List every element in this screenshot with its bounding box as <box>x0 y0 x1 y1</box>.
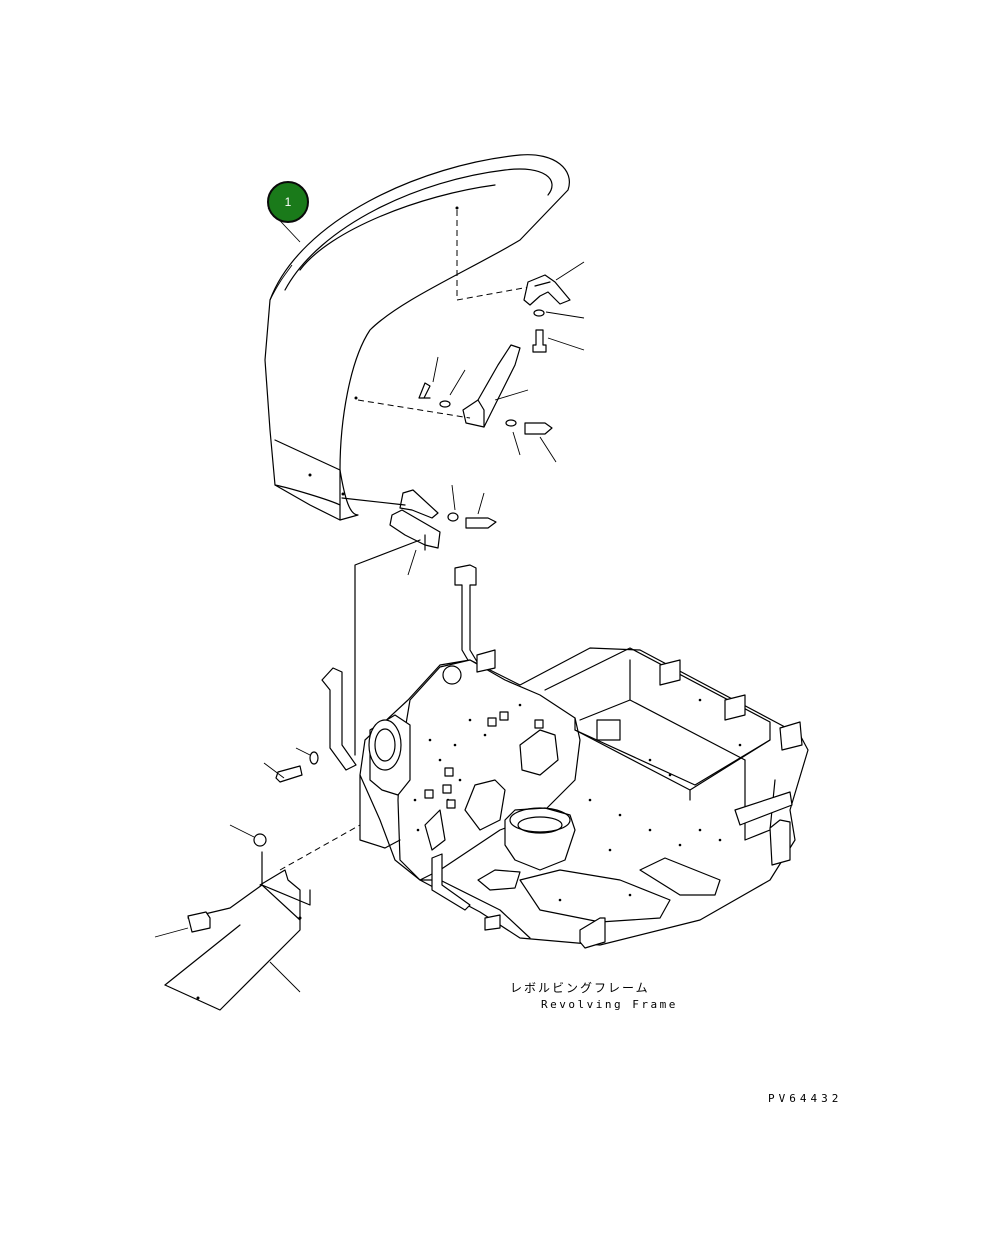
revolving-frame-label-japanese: レボルビングフレーム <box>510 981 650 995</box>
upper-bracket-assembly <box>523 261 585 353</box>
fender-cover <box>264 154 570 521</box>
revolving-frame-label-english: Revolving Frame <box>541 998 678 1011</box>
callout-1-marker[interactable]: 1 <box>267 181 309 223</box>
callout-1-label: 1 <box>284 195 292 209</box>
lower-cover-plate <box>154 824 361 1011</box>
frame-bolt-assembly <box>263 747 319 783</box>
middle-stay-assembly <box>357 344 557 463</box>
lower-bracket-assembly <box>341 484 497 576</box>
revolving-frame <box>321 564 809 949</box>
frame-bolt-holes <box>413 698 742 902</box>
drawing-number: PV64432 <box>768 1092 843 1105</box>
